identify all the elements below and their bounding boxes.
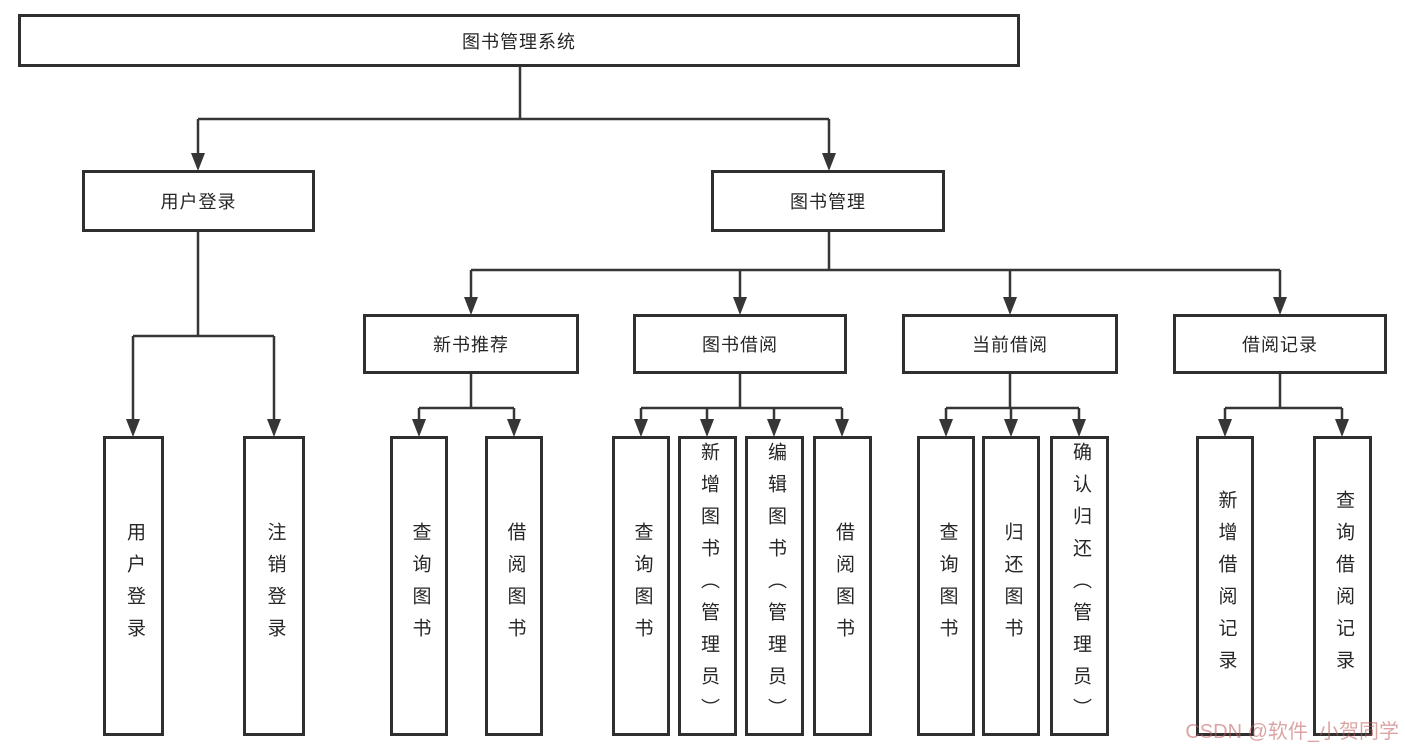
- leaf-user-login: 用户登录: [103, 436, 164, 736]
- leaf-add-borrow-record: 新增借阅记录: [1196, 436, 1254, 736]
- node-current-borrowing-label: 当前借阅: [972, 335, 1048, 355]
- csdn-watermark: CSDN @软件_小贺同学: [1185, 721, 1399, 743]
- connector-root-to-level2: [191, 67, 836, 171]
- leaf-borrow-book-recommend: 借阅图书: [485, 436, 543, 736]
- node-new-book-recommend: 新书推荐: [363, 314, 579, 374]
- connector-borrow-records-to-leaves: [1218, 374, 1349, 437]
- node-book-borrowing-label: 图书借阅: [702, 335, 778, 355]
- node-borrowing-records-label: 借阅记录: [1242, 335, 1318, 355]
- leaf-user-login-label: 用户登录: [123, 522, 145, 650]
- node-current-borrowing: 当前借阅: [902, 314, 1118, 374]
- node-book-management-label: 图书管理: [790, 192, 866, 212]
- leaf-return-book: 归还图书: [982, 436, 1040, 736]
- leaf-borrow-book-borrowing: 借阅图书: [813, 436, 872, 736]
- leaf-borrow-book-recommend-label: 借阅图书: [504, 522, 526, 650]
- node-root-system: 图书管理系统: [18, 14, 1020, 67]
- leaf-edit-book-admin: 编辑图书（管理员）: [745, 436, 804, 736]
- leaf-add-book-admin-label: 新增图书（管理员）: [697, 442, 719, 730]
- node-borrowing-records: 借阅记录: [1173, 314, 1387, 374]
- leaf-add-borrow-record-label: 新增借阅记录: [1215, 490, 1237, 682]
- leaf-logout: 注销登录: [243, 436, 305, 736]
- node-root-label: 图书管理系统: [462, 31, 576, 52]
- leaf-confirm-return-admin: 确认归还（管理员）: [1050, 436, 1109, 736]
- connector-book-mgmt-to-level3: [464, 232, 1287, 315]
- leaf-query-book-recommend: 查询图书: [390, 436, 448, 736]
- node-user-login-label: 用户登录: [160, 192, 237, 212]
- leaf-add-book-admin: 新增图书（管理员）: [678, 436, 737, 736]
- leaf-borrow-book-borrowing-label: 借阅图书: [832, 522, 854, 650]
- connector-user-login-to-leaves: [126, 232, 281, 437]
- node-new-book-recommend-label: 新书推荐: [433, 335, 509, 355]
- leaf-query-book-current-label: 查询图书: [936, 522, 958, 650]
- node-book-management: 图书管理: [711, 170, 945, 232]
- leaf-logout-label: 注销登录: [264, 522, 286, 650]
- leaf-confirm-return-admin-label: 确认归还（管理员）: [1069, 442, 1091, 730]
- leaf-query-book-recommend-label: 查询图书: [409, 522, 431, 650]
- node-book-borrowing: 图书借阅: [633, 314, 847, 374]
- leaf-edit-book-admin-label: 编辑图书（管理员）: [764, 442, 786, 730]
- leaf-query-borrow-record-label: 查询借阅记录: [1332, 490, 1354, 682]
- leaf-query-borrow-record: 查询借阅记录: [1313, 436, 1372, 736]
- leaf-return-book-label: 归还图书: [1001, 522, 1023, 650]
- connector-current-borrow-to-leaves: [939, 374, 1086, 437]
- leaf-query-book-borrowing: 查询图书: [612, 436, 670, 736]
- connector-new-book-rec-to-leaves: [412, 374, 521, 437]
- node-user-login: 用户登录: [82, 170, 315, 232]
- connector-book-borrow-to-leaves: [634, 374, 849, 437]
- leaf-query-book-current: 查询图书: [917, 436, 975, 736]
- leaf-query-book-borrowing-label: 查询图书: [631, 522, 653, 650]
